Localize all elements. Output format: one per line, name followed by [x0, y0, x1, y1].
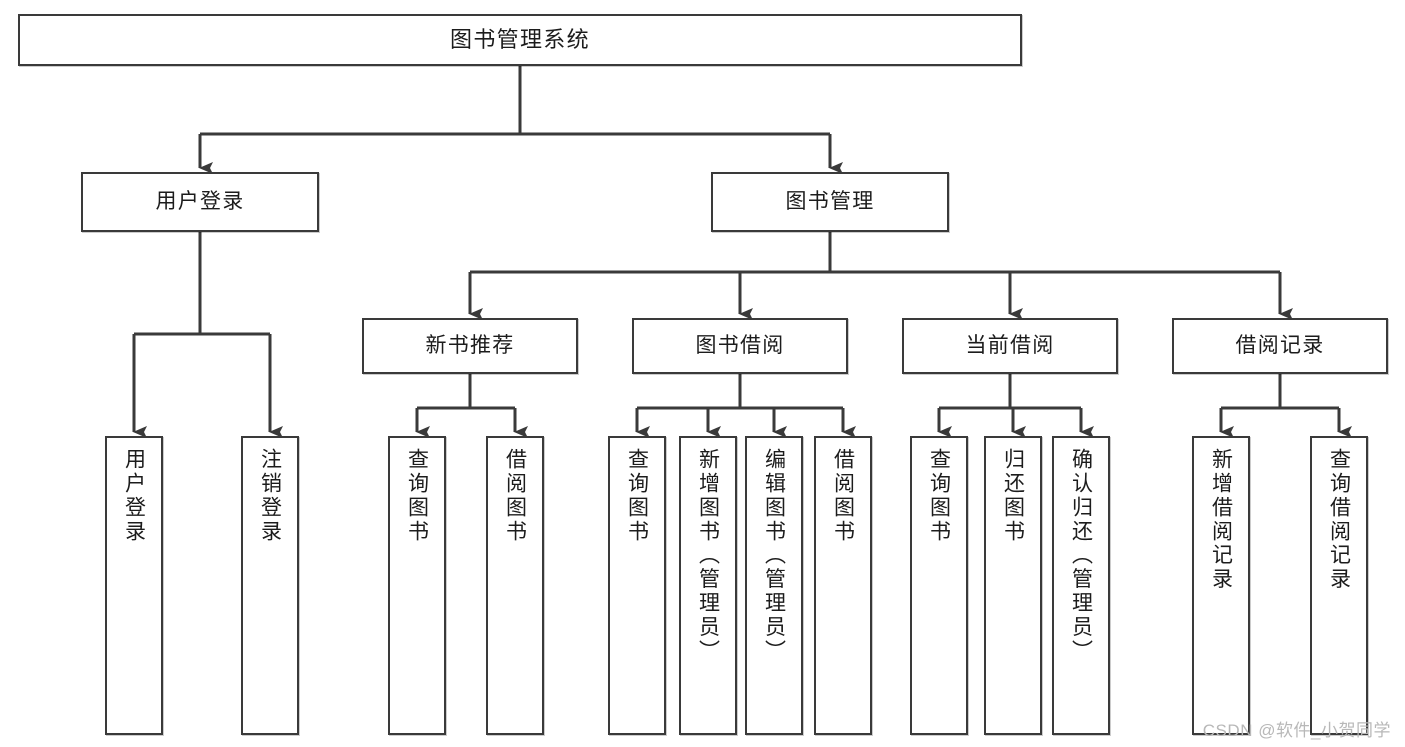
node-leaf-user-login-label: 用户登录 [122, 448, 146, 544]
node-borrow-record-label: 借阅记录 [1235, 333, 1325, 357]
node-book-borrow-label: 图书借阅 [695, 333, 785, 357]
node-book-borrow[interactable]: 图书借阅 [632, 318, 848, 374]
node-leaf-query-book-1[interactable]: 查询图书 [388, 436, 446, 735]
node-leaf-borrow-book-2[interactable]: 借阅图书 [814, 436, 872, 735]
node-leaf-confirm-return[interactable]: 确认归还（管理员） [1052, 436, 1110, 735]
node-root[interactable]: 图书管理系统 [18, 14, 1022, 66]
node-borrow-record[interactable]: 借阅记录 [1172, 318, 1388, 374]
node-book-manage[interactable]: 图书管理 [711, 172, 949, 232]
node-leaf-borrow-book-2-label: 借阅图书 [831, 448, 855, 544]
node-leaf-borrow-book-1[interactable]: 借阅图书 [486, 436, 544, 735]
node-new-book-recommend-label: 新书推荐 [425, 333, 515, 357]
node-leaf-query-book-2[interactable]: 查询图书 [608, 436, 666, 735]
node-leaf-user-login[interactable]: 用户登录 [105, 436, 163, 735]
node-leaf-query-book-1-label: 查询图书 [405, 448, 429, 544]
node-leaf-return-book-label: 归还图书 [1001, 448, 1025, 544]
node-leaf-query-book-3[interactable]: 查询图书 [910, 436, 968, 735]
node-leaf-confirm-return-label: 确认归还（管理员） [1069, 448, 1093, 664]
node-leaf-query-record[interactable]: 查询借阅记录 [1310, 436, 1368, 735]
node-leaf-user-logout-label: 注销登录 [258, 448, 282, 544]
node-book-manage-label: 图书管理 [785, 189, 875, 213]
node-user-login[interactable]: 用户登录 [81, 172, 319, 232]
node-leaf-add-record-label: 新增借阅记录 [1209, 448, 1233, 592]
node-leaf-query-book-2-label: 查询图书 [625, 448, 649, 544]
node-leaf-query-book-3-label: 查询图书 [927, 448, 951, 544]
node-leaf-edit-book-label: 编辑图书（管理员） [762, 448, 786, 664]
node-leaf-user-logout[interactable]: 注销登录 [241, 436, 299, 735]
node-current-borrow-label: 当前借阅 [965, 333, 1055, 357]
node-user-login-label: 用户登录 [155, 189, 245, 213]
node-leaf-borrow-book-1-label: 借阅图书 [503, 448, 527, 544]
node-leaf-query-record-label: 查询借阅记录 [1327, 448, 1351, 592]
node-current-borrow[interactable]: 当前借阅 [902, 318, 1118, 374]
node-leaf-add-record[interactable]: 新增借阅记录 [1192, 436, 1250, 735]
node-leaf-add-book[interactable]: 新增图书（管理员） [679, 436, 737, 735]
node-new-book-recommend[interactable]: 新书推荐 [362, 318, 578, 374]
node-root-label: 图书管理系统 [450, 27, 590, 53]
node-leaf-return-book[interactable]: 归还图书 [984, 436, 1042, 735]
watermark: CSDN @软件_小贺同学 [1202, 721, 1391, 740]
node-leaf-add-book-label: 新增图书（管理员） [696, 448, 720, 664]
node-leaf-edit-book[interactable]: 编辑图书（管理员） [745, 436, 803, 735]
